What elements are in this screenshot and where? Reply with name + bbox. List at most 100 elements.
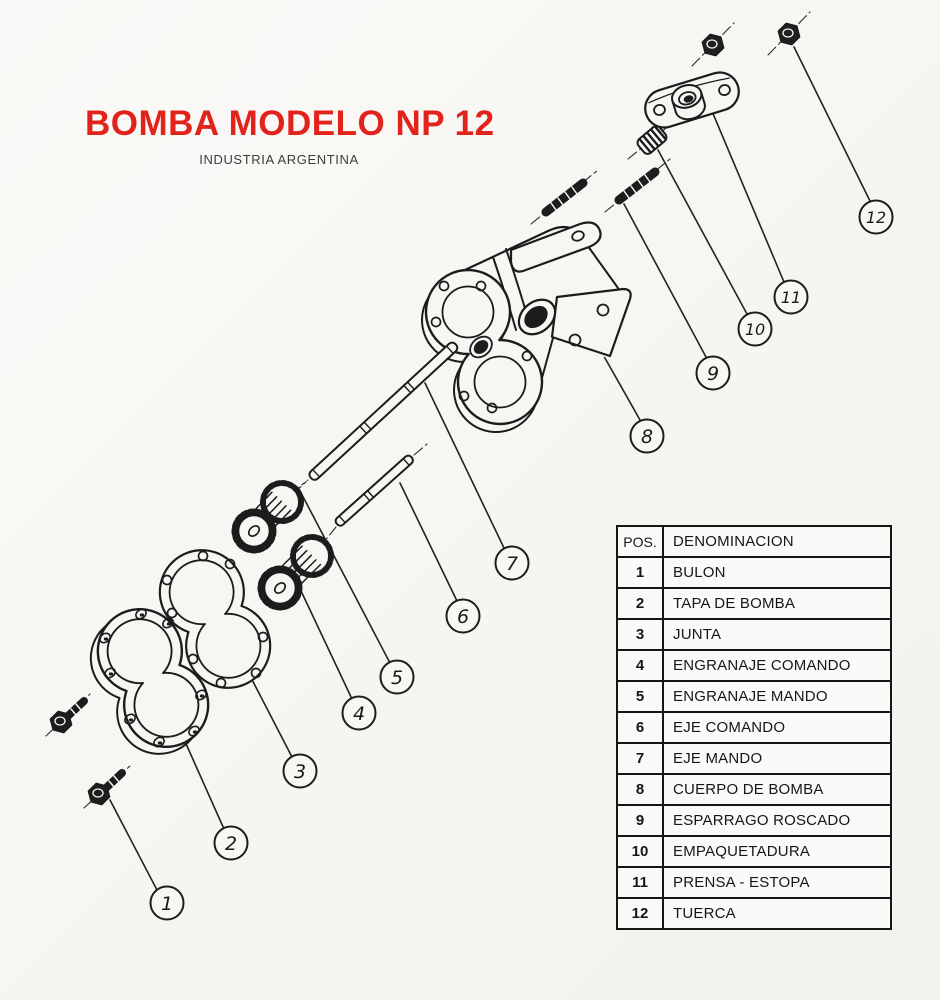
callout-12: 12 [858,199,894,235]
gland-bore [678,91,697,106]
gear-bore [247,525,261,537]
table-row: 3 JUNTA [618,618,890,649]
gear-bore [273,582,287,594]
pump-rear-bracket-hole [596,303,610,317]
callout-number: 7 [506,553,518,575]
callout-11: 11 [773,279,809,315]
row-pos: 3 [618,620,664,649]
pump-top-bracket-hole [571,230,585,242]
callout-6: 6 [445,598,481,634]
row-name: TAPA DE BOMBA [673,595,796,612]
pump-top-bracket [509,221,602,273]
row-name: TUERCA [673,905,736,922]
row-pos: 7 [618,744,664,773]
row-pos: 4 [618,651,664,680]
drawing-title: BOMBA MODELO NP 12 [85,104,495,143]
callout-number: 8 [641,426,653,448]
pump-rear-bracket [550,287,632,358]
part-engranaje-comando [257,534,334,611]
row-pos: 9 [618,806,664,835]
part-junta [158,549,272,689]
callout-3: 3 [282,753,318,789]
callout-2: 2 [213,825,249,861]
part-esparrago-roscado-a [541,178,588,217]
part-bulon-a [49,697,88,734]
table-row: 8 CUERPO DE BOMBA [618,773,890,804]
callout-number: 2 [225,833,237,855]
row-name: ENGRANAJE COMANDO [673,657,851,674]
leader-line-4 [301,592,353,700]
callout-number: 1 [161,893,173,915]
header-pos: POS. [618,527,664,556]
leader-line-10 [657,149,748,315]
row-name: EJE COMANDO [673,719,786,736]
leader-line-9 [623,203,707,358]
table-row: 7 EJE MANDO [618,742,890,773]
table-row: 6 EJE COMANDO [618,711,890,742]
tapa-screw-holes [99,608,207,748]
part-tuerca-b [777,22,801,46]
pump-face-bolt-holes [430,280,533,414]
centerline-stud-b [604,158,671,213]
row-name: BULON [673,564,726,581]
callout-number: 10 [745,320,765,339]
table-row: 9 ESPARRAGO ROSCADO [618,804,890,835]
callout-10: 10 [737,311,773,347]
row-name: EJE MANDO [673,750,763,767]
callout-number: 9 [707,363,719,385]
callout-9: 9 [695,355,731,391]
callout-1: 1 [149,885,185,921]
part-engranaje-mando [231,480,304,554]
leader-line-3 [246,669,293,758]
row-pos: 8 [618,775,664,804]
leader-line-2 [182,736,225,830]
callout-4: 4 [341,695,377,731]
table-row: 10 EMPAQUETADURA [618,835,890,866]
row-pos: 10 [618,837,664,866]
table-row: 1 BULON [618,556,890,587]
leader-line-12 [793,46,871,202]
leader-line-8 [600,350,641,421]
part-tuerca-a [701,33,725,57]
row-pos: 12 [618,899,664,928]
centerline-eje-comando-high [413,443,428,456]
part-eje-mando [308,341,459,481]
callout-number: 12 [866,208,886,227]
callout-number: 5 [391,667,403,689]
row-pos: 6 [618,713,664,742]
centerline-stud-a [530,169,599,225]
leader-line-7 [424,382,505,549]
part-prensa-estopa [644,71,740,129]
row-name: CUERPO DE BOMBA [673,781,824,798]
gland-ear-hole [653,103,666,116]
leader-line-1 [109,799,158,891]
row-name: ESPARRAGO ROSCADO [673,812,851,829]
junta-holes [161,550,269,689]
row-name: PRENSA - ESTOPA [673,874,810,891]
part-eje-comando [334,454,414,527]
part-bulon-b [87,769,126,806]
row-pos: 2 [618,589,664,618]
leader-line-5 [298,488,391,664]
callout-5: 5 [379,659,415,695]
row-name: JUNTA [673,626,722,643]
table-row: 5 ENGRANAJE MANDO [618,680,890,711]
leader-line-6 [399,482,458,602]
table-row: 12 TUERCA [618,897,890,928]
part-esparrago-roscado-b [614,167,660,205]
row-name: ENGRANAJE MANDO [673,688,828,705]
part-empaquetadura [636,125,668,155]
row-name: EMPAQUETADURA [673,843,811,860]
parts-table-header: POS. DENOMINACION [618,527,890,556]
table-row: 4 ENGRANAJE COMANDO [618,649,890,680]
table-row: 11 PRENSA - ESTOPA [618,866,890,897]
drawing-subtitle: INDUSTRIA ARGENTINA [199,152,359,167]
pump-packing-seat [469,335,493,359]
callout-7: 7 [494,545,530,581]
leader-line-11 [705,96,785,283]
callout-number: 4 [353,703,365,725]
part-cuerpo-de-bomba [421,221,632,433]
callout-number: 6 [457,606,469,628]
